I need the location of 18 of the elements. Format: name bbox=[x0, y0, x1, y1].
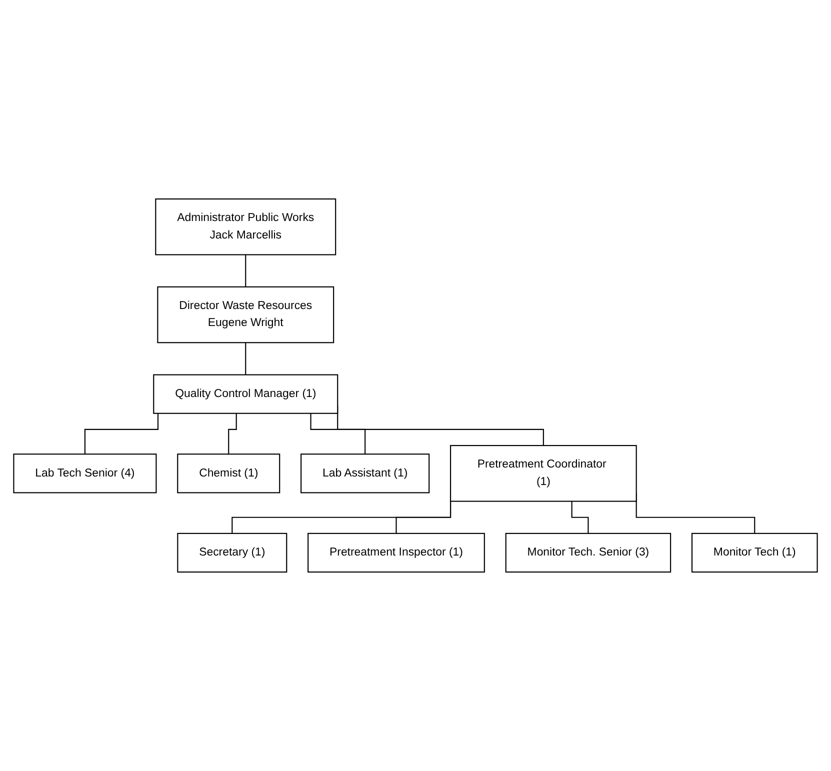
node-box: Lab Tech Senior (4) bbox=[13, 454, 157, 494]
node-box: Director Waste Resources Eugene Wright bbox=[157, 286, 334, 344]
node-box: Monitor Tech (1) bbox=[691, 532, 818, 573]
node-box: Quality Control Manager (1) bbox=[153, 374, 338, 414]
connector bbox=[245, 254, 246, 288]
node-box: Monitor Tech. Senior (3) bbox=[505, 532, 672, 573]
node-box: Chemist (1) bbox=[177, 454, 280, 494]
node-box: Pretreatment Inspector (1) bbox=[308, 532, 485, 573]
node-box: Pretreatment Coordinator (1) bbox=[450, 445, 637, 502]
node-box: Secretary (1) bbox=[177, 532, 288, 573]
connector bbox=[310, 413, 366, 455]
connector bbox=[396, 501, 452, 534]
connector bbox=[245, 342, 246, 376]
connector bbox=[84, 413, 159, 455]
node-box: Lab Assistant (1) bbox=[300, 454, 430, 494]
connector bbox=[228, 413, 237, 455]
connector bbox=[571, 501, 589, 534]
node-box: Administrator Public Works Jack Marcellis bbox=[155, 198, 336, 256]
